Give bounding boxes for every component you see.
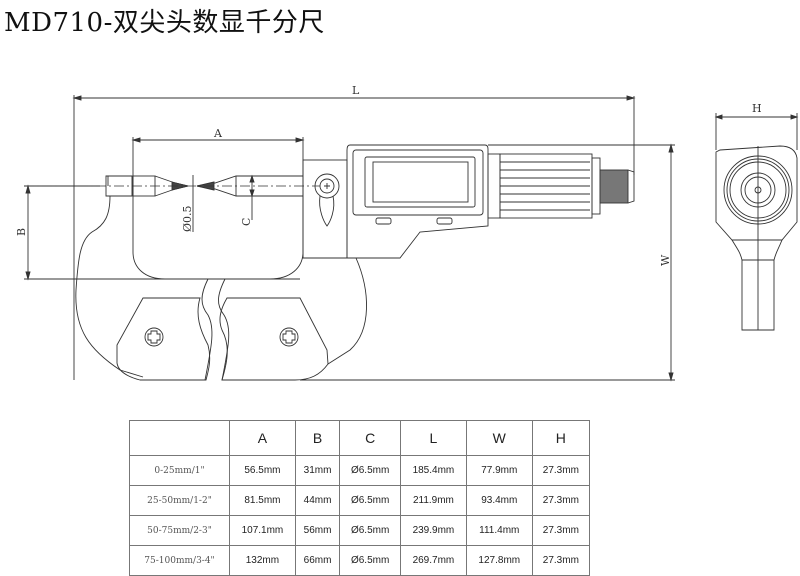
cell-H: 27.3mm — [531, 455, 591, 486]
cell-L: 211.9mm — [399, 485, 467, 516]
dimension-H — [714, 113, 799, 150]
header-cell — [129, 420, 230, 456]
cell-H: 27.3mm — [531, 515, 591, 546]
table-row: 75-100mm/3-4" 132mm 66mm Ø6.5mm 269.7mm … — [129, 545, 591, 576]
header-cell: H — [531, 420, 591, 456]
cell-A: 132mm — [229, 545, 296, 576]
cell-C: Ø6.5mm — [339, 455, 401, 486]
label-H: H — [752, 102, 762, 115]
cell-H: 27.3mm — [531, 485, 591, 516]
side-view — [715, 145, 798, 331]
table-row: 25-50mm/1-2" 81.5mm 44mm Ø6.5mm 211.9mm … — [129, 485, 591, 516]
label-C: C — [240, 218, 253, 226]
cell-A: 81.5mm — [229, 485, 296, 516]
label-A: A — [213, 127, 223, 140]
cell-A: 56.5mm — [229, 455, 296, 486]
cell-W: 93.4mm — [465, 485, 533, 516]
header-cell: B — [294, 420, 341, 456]
header-cell: A — [229, 420, 296, 456]
label-tip-diameter: Ø0.5 — [181, 205, 194, 232]
cell-B: 44mm — [294, 485, 341, 516]
cell-W: 111.4mm — [465, 515, 533, 546]
header-cell: C — [339, 420, 401, 456]
spec-table: A B C L W H 0-25mm/1" 56.5mm 31mm Ø6.5mm… — [129, 420, 591, 576]
header-cell: W — [465, 420, 533, 456]
screw-right — [279, 327, 299, 347]
cell-L: 185.4mm — [399, 455, 467, 486]
label-W: W — [659, 254, 672, 266]
range-cell: 75-100mm/3-4" — [129, 545, 230, 576]
cell-B: 66mm — [294, 545, 341, 576]
table-row: 50-75mm/2-3" 107.1mm 56mm Ø6.5mm 239.9mm… — [129, 515, 591, 546]
table-header-row: A B C L W H — [129, 420, 591, 456]
label-L: L — [352, 84, 360, 97]
frame — [75, 170, 367, 381]
cell-B: 56mm — [294, 515, 341, 546]
cell-W: 127.8mm — [465, 545, 533, 576]
label-B: B — [15, 228, 28, 236]
micrometer-technical-drawing: L A H B W C Ø0.5 — [15, 84, 799, 382]
cell-B: 31mm — [294, 455, 341, 486]
dimension-C — [249, 174, 255, 220]
cell-A: 107.1mm — [229, 515, 296, 546]
dimension-B — [24, 184, 300, 281]
range-cell: 0-25mm/1" — [129, 455, 230, 486]
range-cell: 25-50mm/1-2" — [129, 485, 230, 516]
ratchet — [599, 169, 635, 204]
spindle-lock — [302, 159, 348, 259]
page-title: MD710-双尖头数显千分尺 — [4, 8, 325, 38]
dimension-L — [72, 95, 636, 380]
dimension-W — [300, 143, 675, 382]
cell-C: Ø6.5mm — [339, 545, 401, 576]
range-cell: 50-75mm/2-3" — [129, 515, 230, 546]
digital-display-body — [346, 144, 489, 259]
cell-C: Ø6.5mm — [339, 515, 401, 546]
cell-W: 77.9mm — [465, 455, 533, 486]
cell-L: 239.9mm — [399, 515, 467, 546]
cell-H: 27.3mm — [531, 545, 591, 576]
screw-left — [144, 327, 164, 347]
thimble — [487, 153, 601, 219]
table-row: 0-25mm/1" 56.5mm 31mm Ø6.5mm 185.4mm 77.… — [129, 455, 591, 486]
header-cell: L — [399, 420, 467, 456]
dimension-A — [131, 137, 305, 196]
cell-L: 269.7mm — [399, 545, 467, 576]
cell-C: Ø6.5mm — [339, 485, 401, 516]
